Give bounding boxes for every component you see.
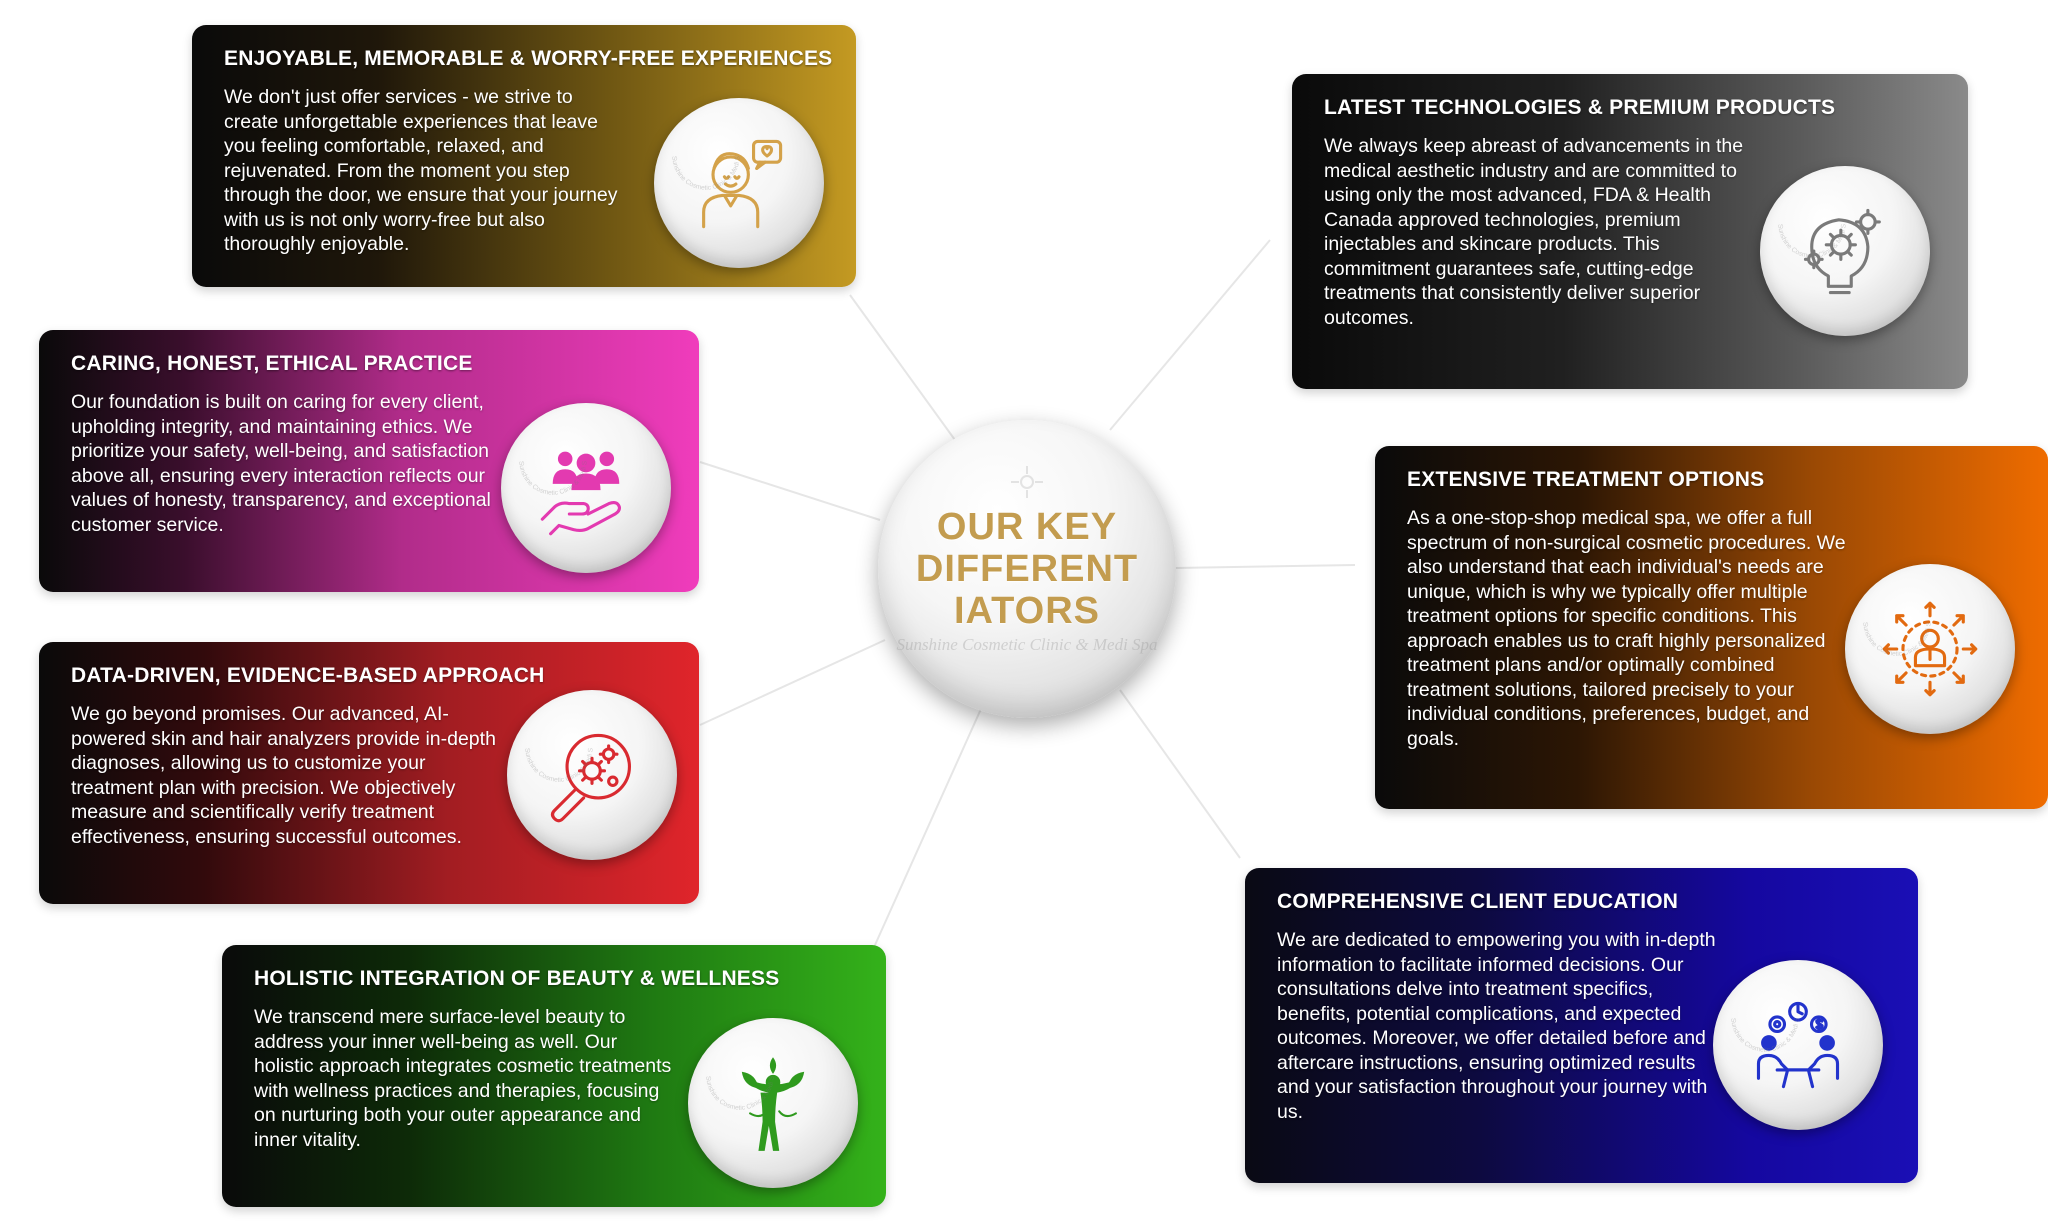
card-title: EXTENSIVE TREATMENT OPTIONS (1407, 468, 1765, 491)
hand-people-icon: Sunshine Cosmetic Clinic & Medi Spa (501, 403, 671, 573)
center-title-line1: OUR KEY (936, 506, 1118, 548)
card-body: We go beyond promises. Our advanced, AI-… (71, 703, 496, 848)
center-title-sphere: Sunshine Cosmetic Clinic & Medi Spa OUR … (878, 420, 1176, 718)
card-body: We always keep abreast of advancements i… (1324, 135, 1744, 329)
card-body: We don't just offer services - we strive… (224, 86, 618, 255)
card-title: COMPREHENSIVE CLIENT EDUCATION (1277, 890, 1679, 913)
wellness-figure-icon: Sunshine Cosmetic Clinic & Medi Spa (688, 1018, 858, 1188)
card-ethical: CARING, HONEST, ETHICAL PRACTICE Our fou… (39, 330, 699, 592)
card-education: COMPREHENSIVE CLIENT EDUCATION We are de… (1245, 868, 1918, 1183)
card-technologies: LATEST TECHNOLOGIES & PREMIUM PRODUCTS W… (1292, 74, 1968, 389)
card-experiences: ENJOYABLE, MEMORABLE & WORRY-FREE EXPERI… (192, 25, 856, 287)
card-body: Our foundation is built on caring for ev… (71, 391, 491, 536)
consultation-icon: Sunshine Cosmetic Clinic & Medi Spa (1713, 960, 1883, 1130)
card-title: HOLISTIC INTEGRATION OF BEAUTY & WELLNES… (254, 967, 780, 990)
lightbulb-gears-icon: Sunshine Cosmetic Clinic & Medi Spa (1760, 166, 1930, 336)
magnifier-gears-icon: Sunshine Cosmetic Clinic & Medi Spa (507, 690, 677, 860)
logo-watermark: Sunshine Cosmetic Clinic & Medi Spa (896, 466, 1158, 654)
card-data: DATA-DRIVEN, EVIDENCE-BASED APPROACH We … (39, 642, 699, 904)
center-title-line3: IATORS (953, 590, 1101, 632)
card-body: We are dedicated to empowering you with … (1277, 929, 1716, 1123)
card-title: LATEST TECHNOLOGIES & PREMIUM PRODUCTS (1324, 96, 1836, 119)
card-title: CARING, HONEST, ETHICAL PRACTICE (71, 352, 473, 375)
card-title: DATA-DRIVEN, EVIDENCE-BASED APPROACH (71, 664, 545, 687)
card-body: We transcend mere surface-level beauty t… (254, 1006, 672, 1151)
doctor-arrows-icon: Sunshine Cosmetic Clinic & Medi Spa (1845, 564, 2015, 734)
card-options: EXTENSIVE TREATMENT OPTIONS As a one-sto… (1375, 446, 2048, 809)
svg-text:Sunshine Cosmetic Clinic & Med: Sunshine Cosmetic Clinic & Medi Spa (896, 635, 1157, 654)
card-holistic: HOLISTIC INTEGRATION OF BEAUTY & WELLNES… (222, 945, 886, 1207)
smiling-person-icon: Sunshine Cosmetic Clinic & Medi Spa (654, 98, 824, 268)
card-title: ENJOYABLE, MEMORABLE & WORRY-FREE EXPERI… (224, 47, 833, 70)
center-title-line2: DIFFERENT (915, 548, 1139, 590)
card-body: As a one-stop-shop medical spa, we offer… (1407, 507, 1846, 750)
